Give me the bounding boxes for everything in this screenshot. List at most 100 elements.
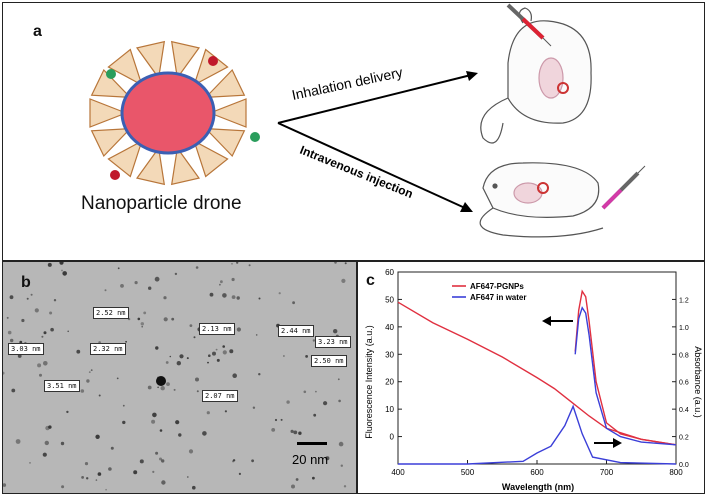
nanoparticle-dot (323, 401, 328, 406)
nanoparticle-dot (137, 317, 141, 321)
nanoparticle-dot (193, 336, 196, 339)
syringe-bottom-icon (601, 165, 646, 210)
scale-bar (297, 442, 327, 445)
nanoparticle-dot (283, 355, 285, 357)
nanoparticle-dot (312, 476, 315, 480)
tem-background (3, 262, 347, 491)
nanoparticle-dot (192, 485, 196, 490)
nanoparticle-dot (95, 434, 100, 439)
nanoparticle-dot (236, 327, 241, 332)
nanoparticle-dot (274, 418, 278, 422)
left-axis-arrowhead (542, 316, 551, 326)
nanoparticle-dot (186, 357, 189, 360)
nanoparticle-dot (232, 373, 237, 378)
nanoparticle-dot (155, 346, 159, 350)
nanoparticle-dot (175, 420, 180, 425)
nanoparticle-dot (105, 488, 107, 491)
large-particle (156, 376, 166, 386)
nanoparticle-dot (3, 371, 5, 375)
nanoparticle-dot (202, 431, 207, 436)
nanoparticle-dot (196, 390, 199, 393)
nanoparticle-dot (157, 386, 159, 389)
series-line-fluorescence (574, 289, 677, 446)
arrow-head-bottom (460, 202, 473, 212)
cone-ligand (204, 68, 246, 99)
x-tick-label: 400 (391, 468, 405, 477)
nanoparticle-dot (143, 311, 147, 315)
route-arrow-top (277, 74, 472, 124)
cone-ligand (208, 98, 247, 128)
series-line-fluorescence (574, 306, 677, 446)
nanoparticle-dot (110, 446, 114, 450)
nanoparticle-dot (174, 272, 178, 276)
nanoparticle-dot (334, 262, 337, 264)
mouse-bottom-icon (479, 162, 604, 238)
nanoparticle-dot (248, 264, 251, 267)
nanoparticle-dot (166, 382, 170, 386)
nanoparticle-dot (67, 330, 69, 333)
nanoparticle-dot (3, 483, 7, 487)
nanoparticle-dot (116, 377, 119, 380)
nanoparticle-dot (252, 406, 256, 409)
nanoparticle-dot (207, 361, 209, 364)
cone-ligand (135, 40, 166, 80)
nanoparticle-dot (43, 361, 48, 366)
y-left-tick-label: 50 (385, 295, 394, 304)
nanoparticle-dot (271, 428, 276, 432)
panel-c-label: c (366, 272, 375, 289)
y-right-tick-label: 0.4 (679, 407, 689, 414)
x-tick-label: 800 (669, 468, 683, 477)
y-left-tick-label: 60 (385, 268, 394, 277)
nanoparticle-drone-icon (89, 40, 260, 186)
cone-ligand (107, 139, 143, 178)
nanoparticle-dot (171, 317, 175, 321)
series-line-absorbance (397, 301, 677, 446)
nanoparticle-dot (236, 296, 240, 300)
nanoparticle-dot (122, 420, 126, 425)
nanoparticle-dot (90, 369, 93, 371)
nanoparticle-dot (219, 283, 221, 286)
nanoparticle-dot (258, 297, 261, 300)
nanoparticle-dot (298, 431, 302, 435)
nanoparticle-dot (155, 451, 159, 455)
nanoparticle-dot (338, 441, 344, 447)
y-right-tick-label: 1.0 (679, 325, 689, 332)
nanoparticle-dot (173, 388, 176, 391)
nanoparticle-dot (97, 472, 102, 476)
nanoparticle-dot (222, 350, 227, 355)
nanoparticle-dot (86, 477, 89, 480)
nanoparticle-dot (290, 429, 294, 433)
nanoparticle-dot (117, 267, 120, 270)
route-arrow-bottom (277, 122, 466, 209)
nanoparticle-dot (62, 271, 67, 276)
cone-ligand (204, 127, 246, 158)
nanoparticle-dot (338, 399, 341, 403)
nanoparticle-dot (140, 322, 144, 326)
ligand-marker (110, 170, 120, 180)
syringe-top-icon (506, 3, 552, 47)
nanoparticle-dot (232, 460, 235, 463)
nanoparticle-dot (34, 308, 39, 313)
measurement-label: 2.07 nm (202, 390, 238, 402)
measurement-label: 3.23 nm (315, 336, 351, 348)
nanoparticle-dot (19, 340, 23, 344)
nanoparticle-dot (212, 351, 216, 356)
nanoparticle-dot (60, 441, 65, 446)
nanoparticle-dot (95, 479, 98, 481)
nanoparticle-dot (231, 263, 233, 265)
y-right-axis-label: Absorbance (a.u.) (693, 346, 703, 418)
nanoparticle-dot (61, 269, 63, 272)
nanoparticle-dot (333, 329, 338, 334)
nanoparticle-dot (7, 330, 12, 335)
y-right-tick-label: 0.6 (679, 380, 689, 387)
y-left-tick-label: 40 (385, 323, 394, 332)
spectra-plot: Fluorescence Intensity (a.u.) Absorbance… (364, 268, 703, 492)
nanoparticle-dot (6, 316, 9, 319)
panel-b-tem-image: b 2.52 nm 2.13 nm 2.44 nm 3.23 nm 3.03 n… (2, 261, 357, 494)
y-right-tick-label: 0.8 (679, 352, 689, 359)
nanoparticle-dot (195, 266, 199, 269)
nanoparticle-dot (151, 419, 156, 424)
nanoparticle-dot (229, 349, 234, 354)
nanoparticle-dot (176, 361, 181, 366)
nanoparticle-dot (53, 299, 57, 302)
